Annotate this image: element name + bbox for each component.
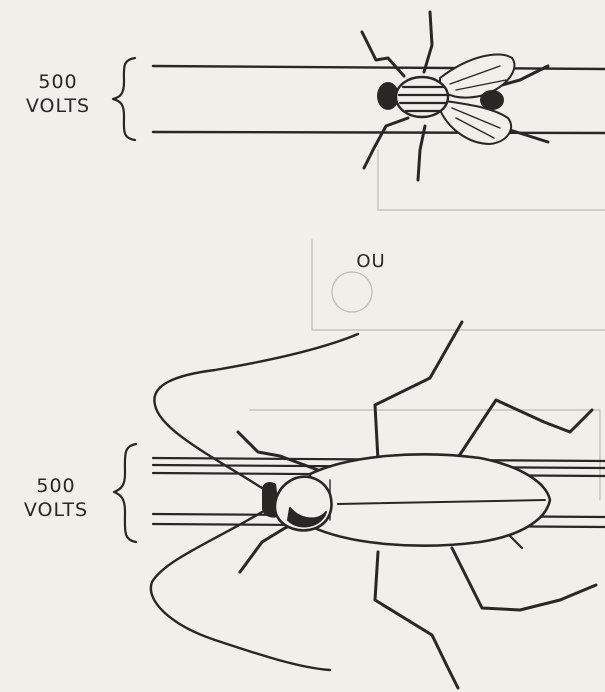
voltage-value-bottom: 500: [6, 474, 106, 498]
voltage-unit-bottom: VOLTS: [6, 498, 106, 522]
brace-bottom: [114, 444, 136, 542]
voltage-label-top: 500 VOLTS: [8, 70, 108, 118]
voltage-label-bottom: 500 VOLTS: [6, 474, 106, 522]
voltage-value-top: 500: [8, 70, 108, 94]
brace-top: [113, 58, 135, 140]
faint-background-traces: [250, 150, 605, 500]
separator-label: OU: [346, 250, 396, 274]
cockroach-icon: [151, 322, 596, 688]
voltage-unit-top: VOLTS: [8, 94, 108, 118]
fly-icon: [362, 12, 548, 180]
